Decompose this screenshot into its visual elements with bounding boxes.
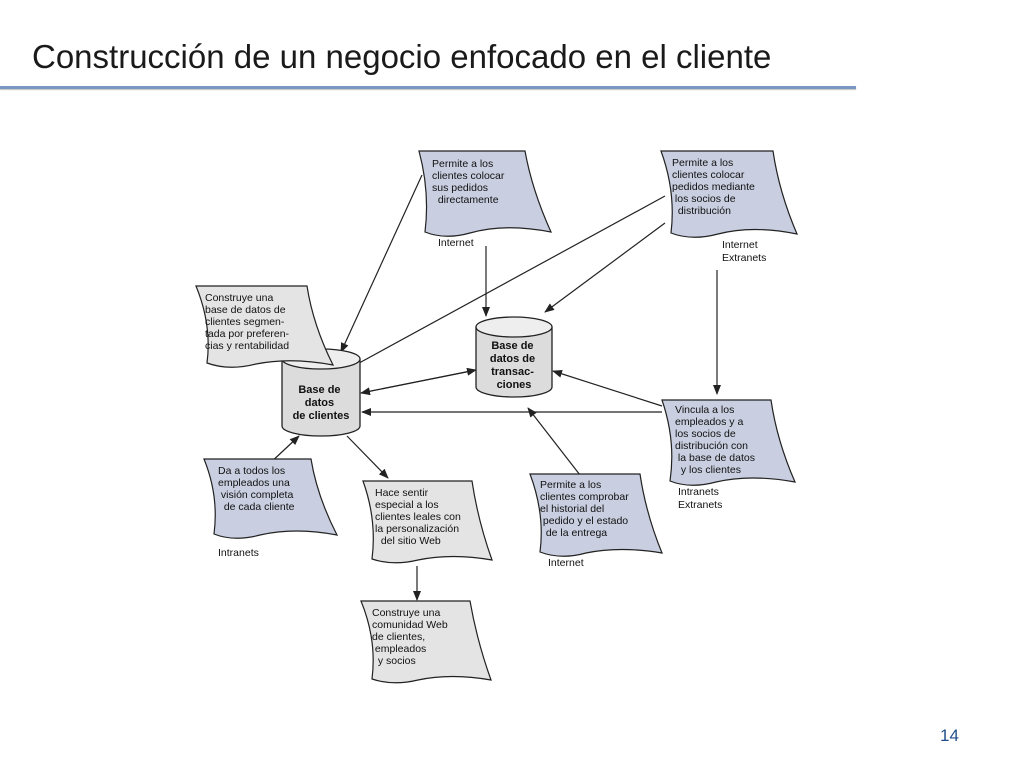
note-base-segmentada-shape: [195, 285, 335, 368]
database-clientes-line-3: de clientes: [293, 410, 350, 422]
note-vision-line-2: empleados una: [218, 477, 290, 489]
note-comunidad-line-4: empleados: [372, 643, 426, 655]
note-colocar-directo-shape: [418, 150, 553, 237]
note-vision-line-4: de cada cliente: [218, 501, 295, 513]
note-colocar-directo: Permite a los clientes colocar sus pedid…: [0, 0, 553, 237]
note-especial-line-5: del sitio Web: [375, 535, 441, 547]
database-transacciones-line-1: Base de: [491, 340, 533, 352]
note-especial: Hace sentir especial a los clientes leal…: [0, 0, 493, 564]
note-base-segmentada-line-2: base de datos de: [205, 304, 286, 316]
svg-text:Da a todos los empleados: Da a todos los empleados una visión comp…: [0, 0, 314, 513]
note-base-segmentada-line-4: tada por preferen-: [205, 328, 290, 340]
note-especial-line-4: la personalización: [375, 523, 459, 535]
note-historial-shape: [529, 473, 663, 557]
note-base-segmentada-line-3: clientes segmen-: [205, 316, 285, 328]
note-vincula-line-4: distribución con: [675, 440, 748, 452]
network-labels: Internet Internet Extranets Intranets Ex…: [218, 237, 766, 569]
svg-text:Base de datos de c: Base de datos de clientes: [293, 384, 350, 422]
svg-text:Permite a los clientes c: Permite a los clientes colocar sus pedid…: [0, 0, 525, 206]
database-clientes-body: [281, 359, 361, 437]
note-colocar-socios-line-3: pedidos mediante: [672, 181, 755, 193]
note-comunidad-line-3: de clientes,: [372, 631, 425, 643]
note-vincula-line-2: empleados y a: [675, 416, 743, 428]
label-internet-socios: Internet: [722, 239, 758, 251]
database-transacciones-line-2: datos de: [490, 353, 535, 365]
label-intranets-left: Intranets: [218, 547, 259, 559]
note-comunidad-line-1: Construye una: [372, 607, 440, 619]
note-base-segmentada: Construye una base de datos de clientes …: [0, 0, 335, 368]
arrow-historial-to-transacciones: [527, 407, 581, 476]
slide-title: Construcción de un negocio enfocado en e…: [32, 38, 772, 75]
database-transacciones: Base de datos de transac- ciones: [475, 316, 553, 398]
title-underline: [0, 86, 856, 89]
svg-text:Construye una comunidad: Construye una comunidad Web de clientes,…: [0, 0, 468, 667]
note-historial-line-3: el historial del: [540, 503, 604, 515]
svg-text:Permite a los clientes c: Permite a los clientes comprobar el hist…: [0, 0, 649, 539]
note-comunidad-shape: [360, 600, 492, 684]
note-vincula-line-3: los socios de: [675, 428, 736, 440]
label-extranets-right: Extranets: [678, 499, 722, 511]
note-comunidad-line-5: y socios: [372, 655, 416, 667]
note-colocar-directo-line-2: clientes colocar: [432, 170, 505, 182]
database-transacciones-line-4: ciones: [497, 379, 532, 391]
note-historial-line-5: de la entrega: [540, 527, 607, 539]
note-vincula-line-6: y los clientes: [675, 464, 741, 476]
arrow-vincula-to-transacciones: [552, 369, 663, 407]
note-especial-shape: [362, 480, 493, 564]
database-clientes-line-1: Base de: [298, 384, 340, 396]
note-vincula-line-5: la base de datos: [675, 452, 755, 464]
note-especial-line-3: clientes leales con: [375, 511, 461, 523]
note-vincula-line-1: Vincula a los: [675, 404, 734, 416]
arrow-socios-to-transacciones: [544, 222, 666, 313]
note-vincula-shape: [661, 399, 797, 486]
database-transacciones-top: [475, 316, 553, 338]
note-vision-line-3: visión completa: [218, 489, 293, 501]
note-vision-shape: [203, 458, 339, 539]
svg-text:Base de datos de t: Base de datos de transac- ciones: [490, 340, 538, 391]
arrow-clientes-to-transacciones: [360, 367, 477, 394]
database-clientes-line-2: datos: [305, 397, 334, 409]
note-especial-line-1: Hace sentir: [375, 487, 429, 499]
note-historial-line-4: pedido y el estado: [540, 515, 628, 527]
note-comunidad: Construye una comunidad Web de clientes,…: [0, 0, 492, 684]
note-colocar-directo-line-3: sus pedidos: [432, 182, 488, 194]
label-intranets-right: Intranets: [678, 486, 719, 498]
note-colocar-socios: Permite a los clientes colocar pedidos m…: [0, 0, 799, 238]
note-colocar-socios-line-2: clientes colocar: [672, 169, 745, 181]
label-extranets-socios: Extranets: [722, 252, 766, 264]
database-transacciones-body: [475, 327, 553, 398]
note-colocar-socios-line-4: los socios de: [672, 193, 736, 205]
note-vincula: Vincula a los empleados y a los socios d…: [0, 0, 797, 486]
note-colocar-socios-line-5: distribución: [672, 205, 731, 217]
note-vision-line-1: Da a todos los: [218, 465, 285, 477]
svg-text:Vincula a los empleados: Vincula a los empleados y a los socios d…: [0, 0, 775, 476]
note-colocar-socios-shape: [660, 150, 799, 238]
arrow-clientes-to-especial: [346, 435, 389, 479]
page-number: 14: [940, 726, 959, 745]
label-internet-top: Internet: [438, 237, 474, 249]
database-transacciones-line-3: transac-: [491, 366, 534, 378]
database-clientes: Base de datos de clientes: [281, 348, 361, 437]
note-base-segmentada-line-1: Construye una: [205, 292, 273, 304]
note-historial-line-1: Permite a los: [540, 479, 601, 491]
arrow-socios-to-clientes: [349, 195, 666, 369]
note-colocar-directo-line-4: directamente: [432, 194, 499, 206]
label-internet-bottom: Internet: [548, 557, 584, 569]
svg-text:Permite a los clientes c: Permite a los clientes colocar pedidos m…: [0, 0, 775, 217]
note-colocar-socios-line-1: Permite a los: [672, 157, 733, 169]
note-historial: Permite a los clientes comprobar el hist…: [0, 0, 663, 557]
note-especial-line-2: especial a los: [375, 499, 439, 511]
svg-text:Construye una base de da: Construye una base de datos de clientes …: [0, 0, 309, 352]
note-colocar-directo-line-1: Permite a los: [432, 158, 493, 170]
note-comunidad-line-2: comunidad Web: [372, 619, 448, 631]
svg-text:Hace sentir especial a l: Hace sentir especial a los clientes leal…: [0, 0, 481, 547]
arrow-directo-to-clientes: [340, 174, 423, 353]
note-historial-line-2: clientes comprobar: [540, 491, 629, 503]
note-vision: Da a todos los empleados una visión comp…: [0, 0, 339, 539]
note-base-segmentada-line-5: cias y rentabilidad: [205, 340, 289, 352]
